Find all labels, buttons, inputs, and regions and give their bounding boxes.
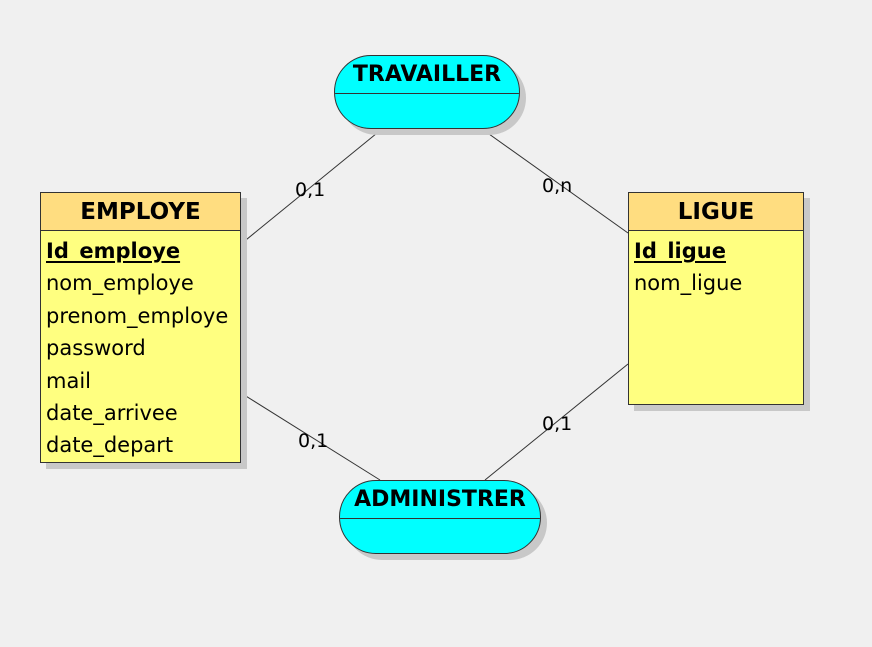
attribute: nom_employe xyxy=(46,271,194,296)
link-employe-administrer xyxy=(240,392,381,481)
entity-ligue[interactable]: LIGUE Id_ligue nom_ligue xyxy=(628,192,804,405)
association-title: ADMINISTRER xyxy=(340,481,540,519)
cardinality-employe-travailler: 0,1 xyxy=(295,179,325,201)
attribute: mail xyxy=(46,368,91,393)
attribute: prenom_employe xyxy=(46,303,229,328)
cardinality-ligue-administrer: 0,1 xyxy=(542,413,572,435)
attribute: date_arrivee xyxy=(46,401,178,426)
entity-title: LIGUE xyxy=(629,193,803,231)
attribute: nom_ligue xyxy=(634,271,743,296)
association-administrer[interactable]: ADMINISTRER xyxy=(339,480,541,554)
association-title: TRAVAILLER xyxy=(335,56,519,94)
attribute-primary-key: Id_employe xyxy=(46,239,181,263)
cardinality-ligue-travailler: 0,n xyxy=(542,175,572,197)
cardinality-employe-administrer: 0,1 xyxy=(298,430,328,452)
link-travailler-ligue xyxy=(481,128,629,234)
link-administrer-ligue xyxy=(484,363,629,481)
attribute-list: Id_employe nom_employe prenom_employe pa… xyxy=(41,231,240,462)
entity-title: EMPLOYE xyxy=(41,193,240,231)
association-travailler[interactable]: TRAVAILLER xyxy=(334,55,520,129)
attribute: date_depart xyxy=(46,433,174,458)
attribute-list: Id_ligue nom_ligue xyxy=(629,231,803,300)
attribute: password xyxy=(46,336,146,361)
link-employe-travailler xyxy=(240,128,383,245)
attribute-primary-key: Id_ligue xyxy=(634,239,726,263)
entity-employe[interactable]: EMPLOYE Id_employe nom_employe prenom_em… xyxy=(40,192,241,463)
